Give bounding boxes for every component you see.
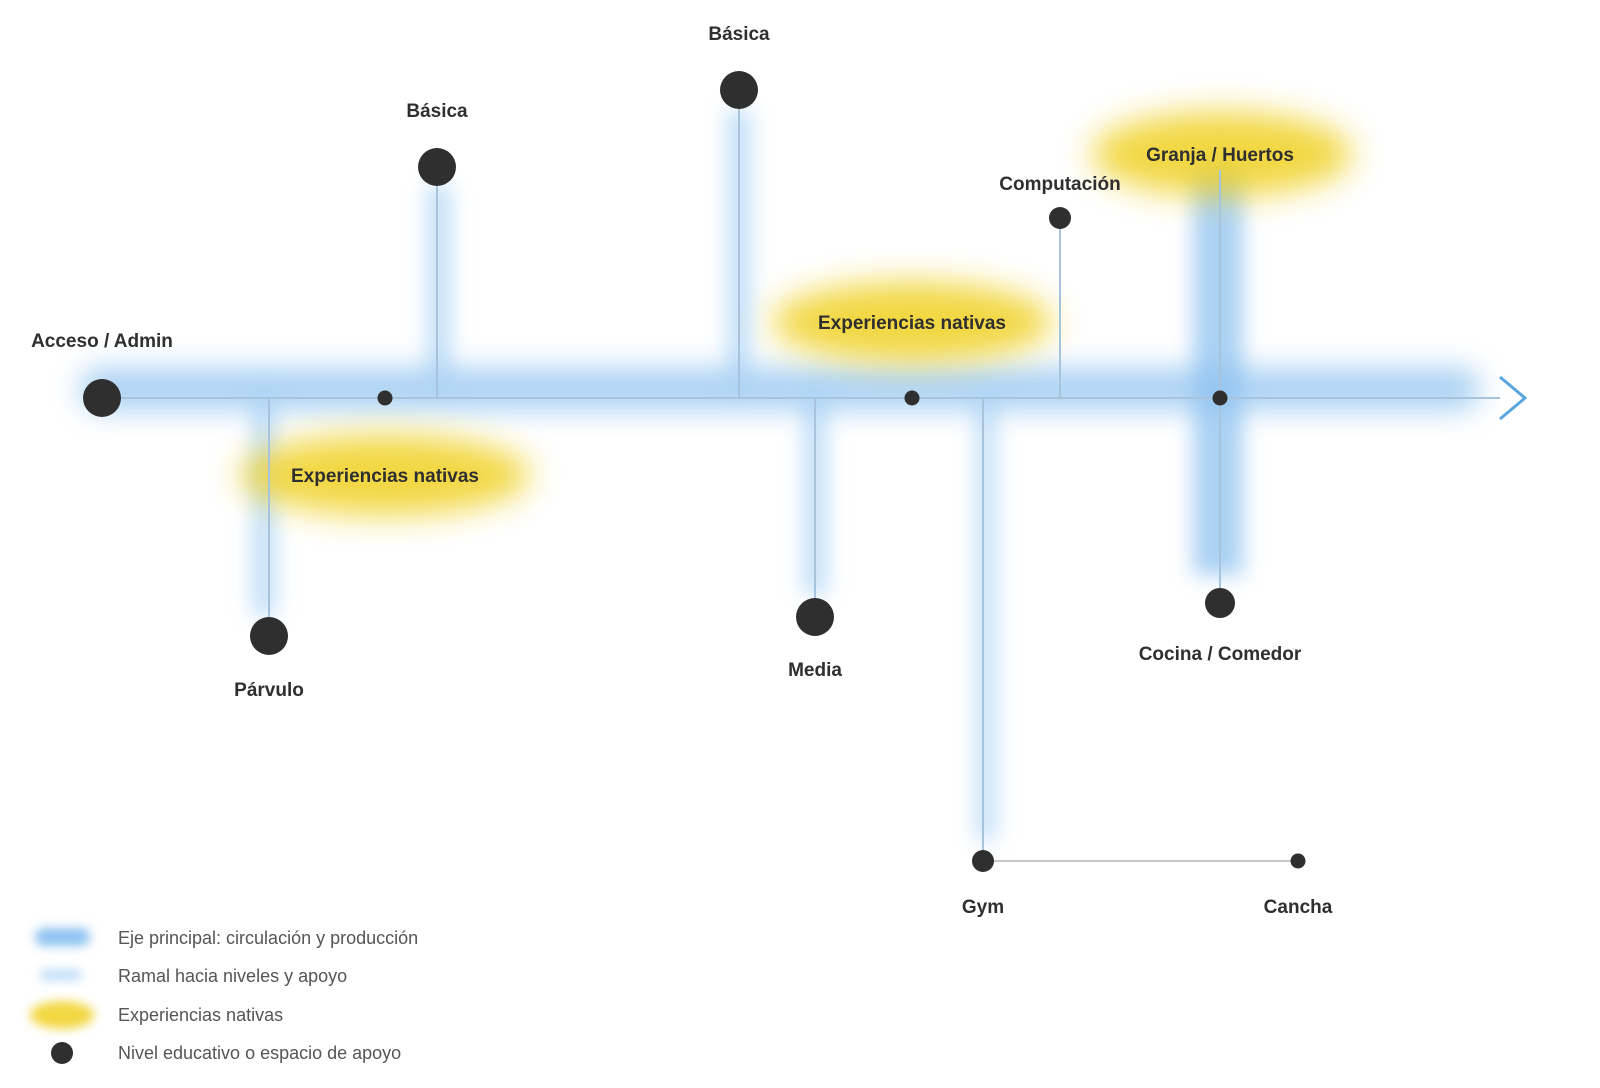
branch-glow-parvulo (252, 390, 276, 615)
node-access (83, 379, 121, 417)
node-gym (972, 850, 994, 872)
node-basica-2 (720, 71, 758, 109)
legend-item-native: Experiencias nativas (30, 1001, 283, 1029)
native-experience-swatch-icon (30, 1001, 94, 1029)
line-layer (102, 90, 1500, 861)
label-basica-2: Básica (708, 24, 770, 45)
main-axis-glow (80, 368, 1480, 410)
branch-glow-basica-1 (427, 185, 451, 390)
label-computacion: Computación (999, 174, 1120, 195)
label-native-2: Experiencias nativas (818, 313, 1006, 334)
node-basica-1 (418, 148, 456, 186)
node-cancha (1290, 853, 1306, 869)
legend-item-branch: Ramal hacia niveles y apoyo (40, 966, 347, 986)
axis-arrow-icon (1499, 375, 1528, 421)
node-cocina (1205, 588, 1235, 618)
label-cocina: Cocina / Comedor (1139, 644, 1302, 665)
legend-item-node: Nivel educativo o espacio de apoyo (51, 1042, 401, 1064)
legend: Eje principal: circulación y producción … (30, 928, 418, 1064)
node-media (796, 598, 834, 636)
label-layer: Acceso / Admin Básica Básica Párvulo Med… (31, 24, 1333, 918)
branch-swatch-icon (40, 970, 82, 980)
label-native-1: Experiencias nativas (291, 466, 479, 487)
label-parvulo: Párvulo (234, 680, 304, 701)
node-junction-2 (904, 390, 920, 406)
native-glow-1 (240, 435, 530, 515)
native-glow-2 (772, 282, 1052, 362)
node-junction-3 (1212, 390, 1228, 406)
glow-layer (80, 110, 1480, 840)
node-dot-icon (51, 1042, 73, 1064)
label-gym: Gym (962, 897, 1004, 918)
main-axis-swatch-icon (35, 928, 90, 946)
legend-text-branch: Ramal hacia niveles y apoyo (118, 966, 347, 986)
node-computacion (1049, 207, 1071, 229)
label-granja: Granja / Huertos (1146, 145, 1294, 166)
label-cancha: Cancha (1264, 897, 1333, 918)
node-junction-1 (377, 390, 393, 406)
label-media: Media (788, 660, 842, 681)
node-layer (83, 71, 1306, 872)
legend-text-native: Experiencias nativas (118, 1005, 283, 1025)
legend-item-main-axis: Eje principal: circulación y producción (35, 928, 418, 948)
branch-glow-granja-cocina (1193, 165, 1243, 575)
legend-text-main-axis: Eje principal: circulación y producción (118, 928, 418, 948)
legend-text-node: Nivel educativo o espacio de apoyo (118, 1043, 401, 1063)
native-glow-3 (1092, 112, 1352, 196)
branch-glow-gym (975, 390, 997, 840)
label-basica-1: Básica (406, 101, 468, 122)
label-access: Acceso / Admin (31, 331, 173, 352)
node-parvulo (250, 617, 288, 655)
